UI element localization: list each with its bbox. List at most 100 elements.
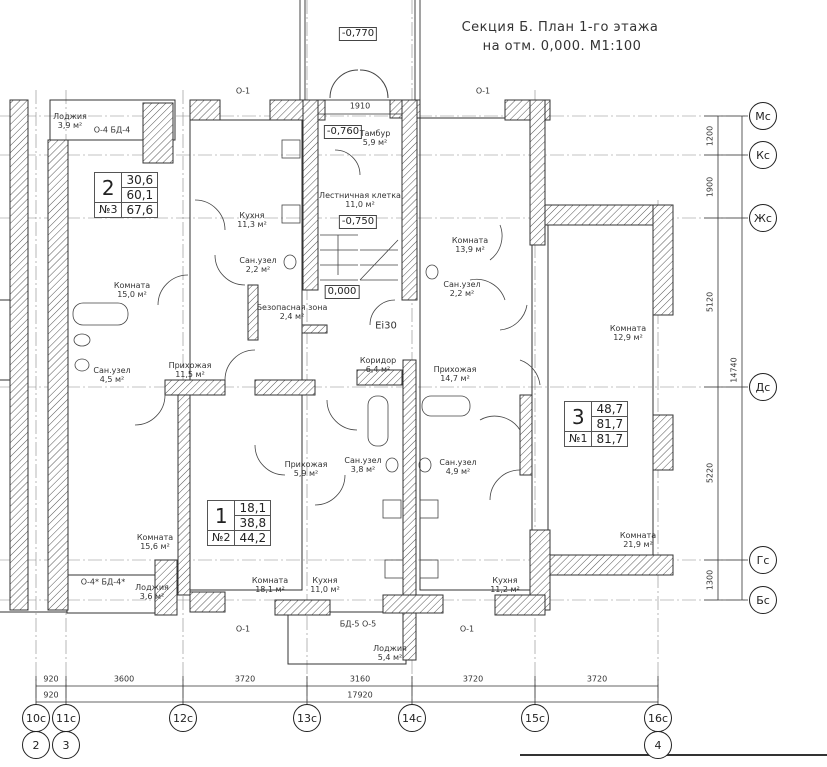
room-name: Сан.узел bbox=[93, 366, 131, 375]
axis-marker: 4 bbox=[644, 731, 672, 759]
dimension-lines bbox=[35, 113, 748, 705]
apartment-rooms: 3 bbox=[563, 401, 593, 432]
dimension: 17920 bbox=[347, 690, 373, 700]
axis-marker: 12с bbox=[169, 704, 197, 732]
living-area: 30,6 bbox=[121, 172, 159, 188]
room-name: Кухня bbox=[492, 576, 518, 585]
total-area: 38,8 bbox=[234, 515, 272, 531]
elevation-mark: -0,760 bbox=[323, 125, 363, 139]
room-area: 2,2 м² bbox=[245, 265, 271, 274]
room-area: 4,5 м² bbox=[99, 375, 125, 384]
axis-gridlines bbox=[0, 0, 748, 705]
room-name: Лоджия bbox=[53, 112, 87, 121]
living-area: 48,7 bbox=[591, 401, 629, 417]
room-name: Комната bbox=[451, 236, 489, 245]
plan-title: Секция Б. План 1-го этажа bbox=[461, 20, 659, 35]
axis-marker: Бс bbox=[749, 586, 777, 614]
room-name: Прихожая bbox=[168, 361, 212, 370]
room-name: Лоджия bbox=[135, 583, 169, 592]
room-area: 3,6 м² bbox=[139, 592, 165, 601]
apartment-rooms: 1 bbox=[206, 500, 236, 531]
staircase bbox=[320, 234, 399, 281]
room-name: Комната bbox=[136, 533, 174, 542]
room-name: Прихожая bbox=[284, 460, 328, 469]
room-name: Лоджия bbox=[373, 644, 407, 653]
room-name: Сан.узел bbox=[439, 458, 477, 467]
dimension: 3160 bbox=[349, 674, 371, 684]
room-name: Сан.узел bbox=[443, 280, 481, 289]
room-area: 15,6 м² bbox=[140, 542, 170, 551]
room-area: 2,4 м² bbox=[279, 312, 305, 321]
room-name: Лестничная клетка bbox=[319, 191, 401, 200]
window-code: О-1 bbox=[459, 624, 475, 634]
room-name: Коридор bbox=[359, 356, 397, 365]
axis-marker: 11с bbox=[52, 704, 80, 732]
dimension: 3720 bbox=[234, 674, 256, 684]
apartment-number: №1 bbox=[563, 431, 593, 447]
apartment-rooms: 2 bbox=[93, 172, 123, 203]
window-code: О-1 bbox=[235, 86, 251, 96]
room-area: 11,0 м² bbox=[345, 200, 375, 209]
axis-marker: Кс bbox=[749, 141, 777, 169]
room-name: Тамбур bbox=[359, 129, 391, 138]
room-name: Комната bbox=[113, 281, 151, 290]
fixtures bbox=[72, 139, 471, 579]
axis-marker: 13с bbox=[293, 704, 321, 732]
axis-marker: Мс bbox=[749, 102, 777, 130]
room-area: 12,9 м² bbox=[613, 333, 643, 342]
room-name: Безопасная зона bbox=[256, 303, 328, 312]
area-with-loggia: 81,7 bbox=[591, 431, 629, 447]
door-swings bbox=[134, 149, 541, 506]
elevation-mark: 0,000 bbox=[324, 285, 360, 299]
room-area: 2,2 м² bbox=[449, 289, 475, 298]
dimension: 1300 bbox=[705, 569, 715, 591]
room-area: 5,9 м² bbox=[362, 138, 388, 147]
area-with-loggia: 67,6 bbox=[121, 202, 159, 218]
axis-marker: 3 bbox=[52, 731, 80, 759]
fire-rating: Ei30 bbox=[375, 320, 397, 332]
axis-marker: 14с bbox=[398, 704, 426, 732]
window-door-code: О-4 БД-4 bbox=[93, 125, 131, 135]
room-name: Комната bbox=[619, 531, 657, 540]
room-area: 6,4 м² bbox=[365, 365, 391, 374]
room-area: 5,4 м² bbox=[377, 653, 403, 662]
living-area: 18,1 bbox=[234, 500, 272, 516]
dimension: 1900 bbox=[705, 176, 715, 198]
window-door-code: О-4* БД-4* bbox=[80, 577, 126, 587]
area-with-loggia: 44,2 bbox=[234, 530, 272, 546]
apartment-number: №3 bbox=[93, 202, 123, 218]
room-area: 18,1 м² bbox=[255, 585, 285, 594]
room-name: Прихожая bbox=[433, 365, 477, 374]
axis-marker: 15с bbox=[521, 704, 549, 732]
dimension-1910: 1910 bbox=[349, 101, 371, 111]
window-code: О-1 bbox=[475, 86, 491, 96]
room-area: 21,9 м² bbox=[623, 540, 653, 549]
axis-marker: Дс bbox=[749, 373, 777, 401]
axis-marker: 10с bbox=[22, 704, 50, 732]
room-name: Сан.узел bbox=[344, 456, 382, 465]
room-area: 14,7 м² bbox=[440, 374, 470, 383]
room-name: Кухня bbox=[312, 576, 338, 585]
dimension: 3720 bbox=[462, 674, 484, 684]
